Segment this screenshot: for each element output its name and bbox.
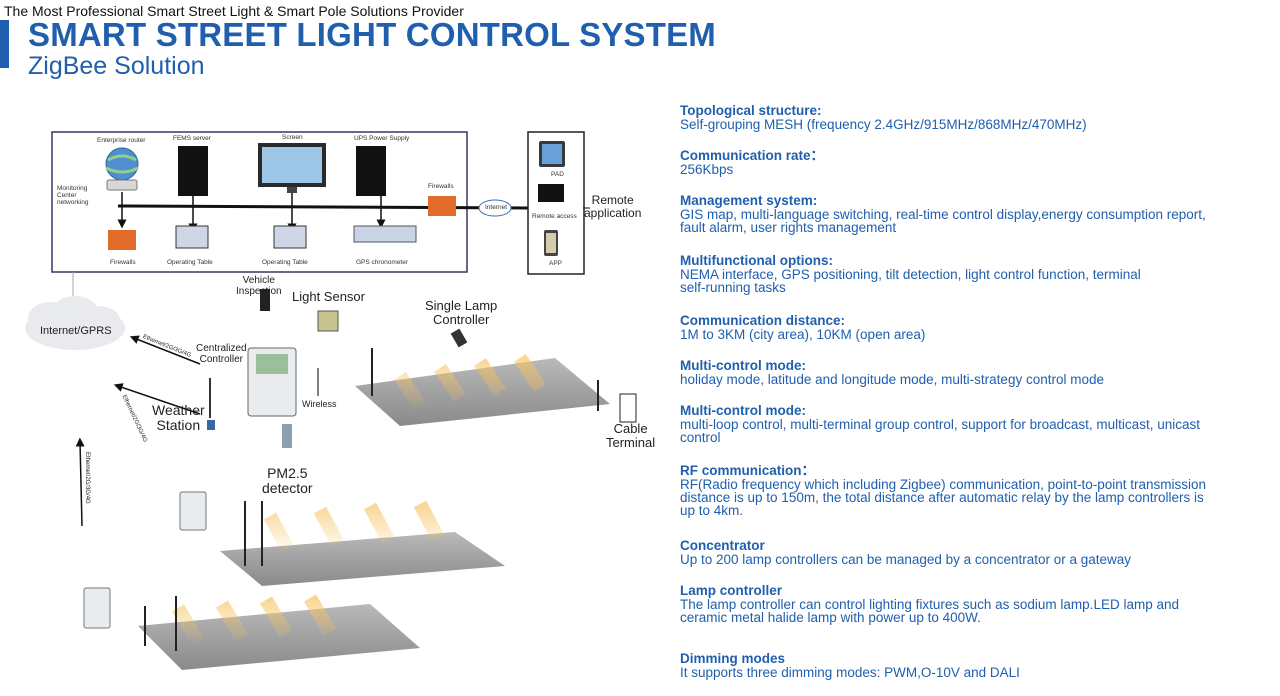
spec-body: multi-loop control, multi-terminal group… bbox=[680, 417, 1200, 445]
page-subtitle: ZigBee Solution bbox=[28, 52, 205, 80]
ups-server-icon bbox=[356, 146, 386, 196]
spec-title: Multi-control mode: bbox=[680, 403, 806, 418]
internet-pill-shape bbox=[478, 199, 512, 217]
spec-item: Dimming modes It supports three dimming … bbox=[680, 651, 1274, 680]
fems-server-icon bbox=[178, 146, 208, 196]
gps-label: GPS chronometer bbox=[356, 259, 409, 266]
remote-application-label: Remote application bbox=[584, 193, 642, 220]
road-group-2 bbox=[220, 500, 505, 586]
spec-body: RF(Radio frequency which including Zigbe… bbox=[680, 477, 1206, 518]
concentrator-2-icon bbox=[179, 491, 207, 531]
spec-item: Concentrator Up to 200 lamp controllers … bbox=[680, 538, 1274, 567]
spec-title: Concentrator bbox=[680, 538, 765, 553]
diagram-graphics bbox=[25, 131, 637, 670]
spec-item: Management system: GIS map, multi-langua… bbox=[680, 193, 1274, 235]
tagline: The Most Professional Smart Street Light… bbox=[4, 3, 464, 19]
spec-title: Dimming modes bbox=[680, 651, 786, 666]
remote-access-label: Remote access bbox=[532, 213, 577, 220]
spec-title: RF communication： bbox=[680, 463, 816, 478]
ethernet-label-3: Ethernet/2G/3G/4G bbox=[84, 452, 90, 504]
single-lamp-controller-label: Single Lamp Controller bbox=[425, 298, 498, 327]
spec-body: Up to 200 lamp controllers can be manage… bbox=[680, 552, 1132, 567]
screen-label: Screen bbox=[282, 134, 303, 141]
pm25-detector-icon bbox=[282, 424, 292, 448]
app-label: APP bbox=[549, 260, 563, 267]
pad-label: PAD bbox=[551, 171, 564, 178]
spec-item: Multi-control mode: multi-loop control, … bbox=[680, 403, 1274, 445]
weather-station-label: Weather Station bbox=[152, 402, 205, 433]
ups-label: UPS Power Supply bbox=[354, 135, 410, 142]
spec-body: Self-grouping MESH (frequency 2.4GHz/915… bbox=[680, 117, 1087, 132]
network-bus bbox=[117, 204, 529, 210]
spec-body: 1M to 3KM (city area), 10KM (open area) bbox=[680, 327, 926, 342]
firewalls-right-label: Firewalls bbox=[428, 183, 454, 190]
firewall-left-icon bbox=[108, 230, 136, 250]
spec-item: RF communication： RF(Radio frequency whi… bbox=[680, 463, 1274, 518]
spec-title: Communication distance: bbox=[680, 313, 846, 328]
spec-title: Communication rate： bbox=[680, 148, 825, 163]
spec-body: 256Kbps bbox=[680, 162, 734, 177]
spec-title: Management system: bbox=[680, 193, 818, 208]
spec-item: Multifunctional options: NEMA interface,… bbox=[680, 253, 1274, 295]
spec-item: Communication rate： 256Kbps bbox=[680, 148, 1274, 177]
system-diagram: Enterprise router FEMS server Screen UPS… bbox=[0, 96, 668, 696]
spec-item: Topological structure: Self-grouping MES… bbox=[680, 103, 1274, 132]
spec-title: Multi-control mode: bbox=[680, 358, 806, 373]
vehicle-inspection-icon bbox=[260, 289, 270, 311]
spec-body: NEMA interface, GPS positioning, tilt de… bbox=[680, 267, 1141, 295]
enterprise-router-label: Enterprise router bbox=[97, 137, 146, 144]
spec-body: The lamp controller can control lighting… bbox=[680, 597, 1179, 625]
firewall-right-icon bbox=[428, 196, 456, 216]
fems-server-label: FEMS server bbox=[173, 135, 211, 142]
centralized-controller-label: Centralized Controller bbox=[196, 343, 247, 365]
road-group-3 bbox=[138, 594, 420, 670]
concentrator-3-icon bbox=[83, 587, 111, 629]
cloud-icon bbox=[25, 296, 125, 350]
operating-table-1-label: Operating Table bbox=[167, 259, 213, 266]
monitoring-label: Monitoring Center networking bbox=[57, 185, 89, 206]
internet-pill-label: Internet bbox=[485, 204, 508, 211]
operating-table-2-icon bbox=[273, 225, 307, 249]
router-globe-icon bbox=[105, 147, 139, 191]
internet-gprs-label: Internet/GPRS bbox=[40, 325, 112, 337]
spec-title: Multifunctional options: bbox=[680, 253, 833, 268]
operating-table-2-label: Operating Table bbox=[262, 259, 308, 266]
vehicle-inspection-label: Vehicle Inspection bbox=[236, 275, 282, 297]
spec-item: Lamp controller The lamp controller can … bbox=[680, 583, 1274, 625]
spec-title: Lamp controller bbox=[680, 583, 783, 598]
road-group-1 bbox=[355, 348, 610, 426]
spec-title: Topological structure: bbox=[680, 103, 822, 118]
gps-icon bbox=[353, 225, 417, 243]
light-sensor-label: Light Sensor bbox=[292, 289, 365, 304]
spec-item: Multi-control mode: holiday mode, latitu… bbox=[680, 358, 1274, 387]
light-sensor-icon bbox=[317, 310, 339, 332]
page-title: SMART STREET LIGHT CONTROL SYSTEM bbox=[28, 16, 716, 53]
spec-item: Communication distance: 1M to 3KM (city … bbox=[680, 313, 1274, 342]
cable-terminal-label: Cable Terminal bbox=[606, 421, 656, 450]
pm25-label: PM2.5 detector bbox=[262, 465, 313, 496]
cable-terminal-icon bbox=[619, 393, 637, 423]
spec-body: GIS map, multi-language switching, real-… bbox=[680, 207, 1206, 235]
spec-body: It supports three dimming modes: PWM,O-1… bbox=[680, 665, 1020, 680]
wireless-label: Wireless bbox=[302, 399, 337, 409]
single-lamp-controller-icon bbox=[450, 328, 468, 348]
spec-body: holiday mode, latitude and longitude mod… bbox=[680, 372, 1104, 387]
accent-bar bbox=[0, 20, 9, 68]
firewalls-left-label: Firewalls bbox=[110, 259, 136, 266]
operating-table-1-icon bbox=[175, 225, 209, 249]
